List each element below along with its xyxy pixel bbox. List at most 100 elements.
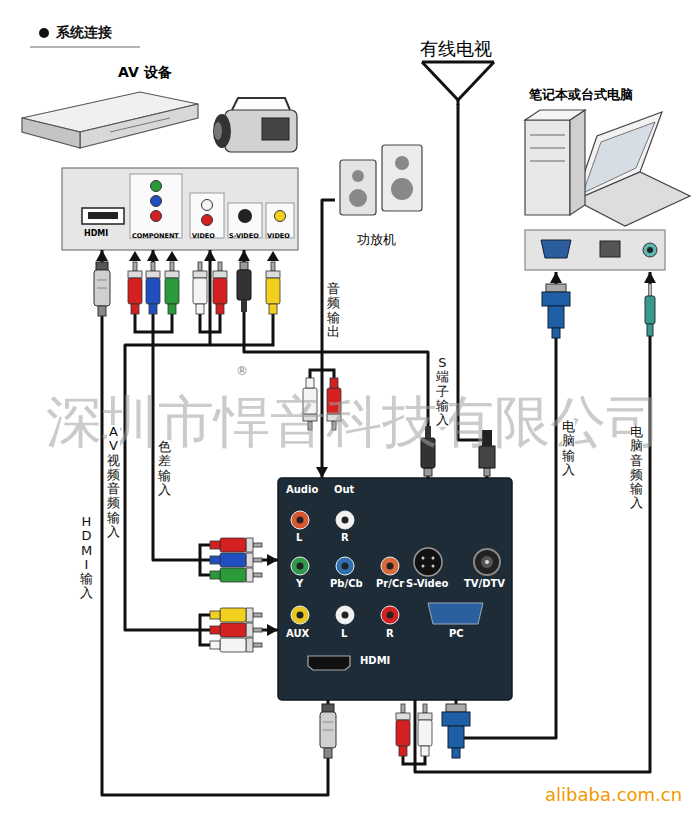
- input-panel-drawing: [342, 563, 349, 570]
- input-panel-drawing: [387, 563, 394, 570]
- node-text: Audio: [286, 484, 318, 496]
- plug-wires: [200, 615, 210, 645]
- direction-arrows: [267, 251, 279, 261]
- plug-wires: [310, 370, 334, 378]
- speakers: [340, 160, 376, 215]
- av-panel-drawing: [151, 196, 162, 207]
- direction-arrows: [129, 251, 279, 261]
- input-panel-drawing: [297, 563, 304, 570]
- computer: 笔记本或台式电脑: [515, 85, 692, 272]
- node-text: COMPONENT: [132, 233, 179, 241]
- node-text: R: [386, 628, 394, 640]
- av-panel-drawing: [238, 209, 252, 223]
- computer: [530, 161, 565, 162]
- plugs: [237, 262, 251, 312]
- dvd-player: [22, 92, 198, 148]
- computer: [530, 148, 565, 149]
- input-panel-drawing: [291, 557, 309, 575]
- computer: [530, 135, 565, 136]
- dvd-player: [22, 118, 80, 148]
- speakers: [382, 145, 422, 211]
- av-panel-drawing: [62, 168, 298, 250]
- amplifier: 功放机: [335, 140, 430, 255]
- node-text: R: [341, 532, 349, 544]
- dvd-player: [80, 104, 198, 148]
- av-panel-drawing: [275, 211, 286, 222]
- av-device-panel: AV 设备HDMICOMPONENTVIDEOS-VIDEOVIDEO: [62, 168, 298, 250]
- av-panel-drawing: [202, 200, 213, 211]
- input-panel-drawing: [432, 565, 435, 568]
- node-text: VIDEO: [267, 233, 290, 241]
- node-text: Pr/Cr: [376, 578, 404, 590]
- camcorder: [225, 110, 297, 152]
- speakers: [395, 156, 409, 170]
- computer: [570, 110, 585, 215]
- av-panel-drawing: [82, 208, 124, 224]
- antenna: [422, 62, 458, 100]
- arrow-head: [96, 250, 108, 261]
- input-panel-drawing: [308, 656, 350, 670]
- node-text: Out: [334, 484, 354, 496]
- plugs: [210, 538, 262, 552]
- speakers: [340, 145, 422, 215]
- plugs: [210, 568, 262, 582]
- node-text: AUX: [286, 628, 309, 640]
- plugs: [213, 262, 227, 314]
- input-panel-drawing: [291, 606, 309, 624]
- input-panel-drawing: [387, 612, 394, 619]
- cable: [456, 272, 562, 738]
- node-text: 有线电视: [420, 38, 492, 60]
- arrow-head: [550, 272, 562, 283]
- plug-wires: [135, 314, 172, 332]
- registered-mark: ®: [236, 364, 248, 378]
- node-text: Y: [296, 578, 303, 590]
- plugs: [542, 284, 570, 338]
- input-panel-drawing: [336, 557, 354, 575]
- plugs: [128, 262, 142, 314]
- speakers: [352, 170, 364, 182]
- arrow-head: [238, 250, 250, 261]
- plugs: [210, 608, 262, 622]
- input-panel-drawing: [291, 511, 309, 529]
- node-text: L: [341, 628, 347, 640]
- arrow-head: [147, 250, 159, 261]
- direction-arrows: [129, 251, 141, 261]
- input-panel-drawing: [485, 560, 489, 564]
- input-panel-drawing: [414, 548, 442, 576]
- plugs: [146, 262, 160, 314]
- plug-wires: [200, 314, 220, 332]
- cable: [415, 272, 656, 772]
- diagram-title: 系统连接: [56, 24, 112, 41]
- camcorder: [214, 122, 222, 140]
- camcorder: [232, 98, 290, 110]
- plug-wires: [403, 756, 425, 764]
- site-watermark: alibaba.com.cn: [545, 784, 682, 806]
- input-panel-drawing: [278, 478, 512, 700]
- node-text: PC: [449, 628, 464, 640]
- title-mark: [39, 28, 49, 38]
- title-mark: [30, 46, 140, 48]
- input-panel-drawing: [432, 557, 435, 560]
- arrow-head: [644, 272, 656, 283]
- edge-label: AV视频音频输入: [107, 425, 120, 539]
- plugs: [442, 704, 470, 758]
- plugs: [165, 262, 179, 314]
- av-panel-drawing: [62, 168, 298, 250]
- input-panel-drawing: [381, 557, 399, 575]
- plugs: [396, 704, 410, 756]
- node-text: TV/DTV: [464, 578, 505, 590]
- computer: [525, 120, 570, 215]
- antenna: [422, 61, 494, 64]
- display-input-panel: AudioOutLRYPb/CbPr/CrS-VideoTV/DTVAUXLRH…: [278, 478, 512, 700]
- speakers: [349, 189, 367, 207]
- node-text: 笔记本或台式电脑: [529, 87, 633, 103]
- edge-label: 电脑输入: [562, 420, 575, 477]
- av-panel-drawing: [130, 174, 182, 238]
- plugs: [94, 262, 110, 316]
- input-panel-drawing: [297, 612, 304, 619]
- computer: [541, 240, 571, 258]
- arrow-head: [316, 467, 328, 478]
- edge-label: 电脑音频输入: [630, 425, 643, 511]
- av-panel-drawing: [88, 212, 118, 219]
